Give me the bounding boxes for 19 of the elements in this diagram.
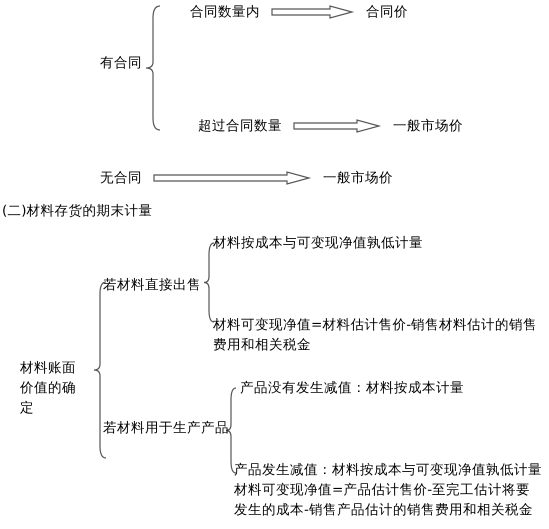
label-text: 有合同 <box>100 54 142 73</box>
node-text: 合同价 <box>366 2 408 22</box>
label-text: 材料按成本与可变现净值孰低计量 <box>213 234 423 253</box>
node-text: 无合同 <box>100 168 142 188</box>
block-arrow <box>271 5 354 19</box>
label-text: 若材料用于生产产品 <box>103 419 229 438</box>
section-heading: (二)材料存货的期末计量 <box>2 202 153 221</box>
label-text: 材料可变现净值=材料估计售价-销售材料估计的销售费用和相关税金 <box>213 316 538 355</box>
node-text: 一般市场价 <box>393 116 463 136</box>
label-text: 材料账面价值的确定 <box>20 359 77 418</box>
label-text: 产品发生减值：材料按成本与可变现净值孰低计量 <box>234 461 542 480</box>
block-arrow <box>153 171 312 185</box>
label-text: 材料可变现净值=产品估计售价-至完工估计将要发生的成本-销售产品估计的销售费用和相关税金 <box>234 481 534 520</box>
label-text: 若材料直接出售 <box>103 276 201 295</box>
node-text: 合同数量内 <box>190 2 260 22</box>
label-text: 产品没有发生减值：材料按成本计量 <box>240 379 464 398</box>
node-text: 一般市场价 <box>323 168 393 188</box>
block-arrow <box>293 119 382 133</box>
node-text: 超过合同数量 <box>198 116 282 136</box>
